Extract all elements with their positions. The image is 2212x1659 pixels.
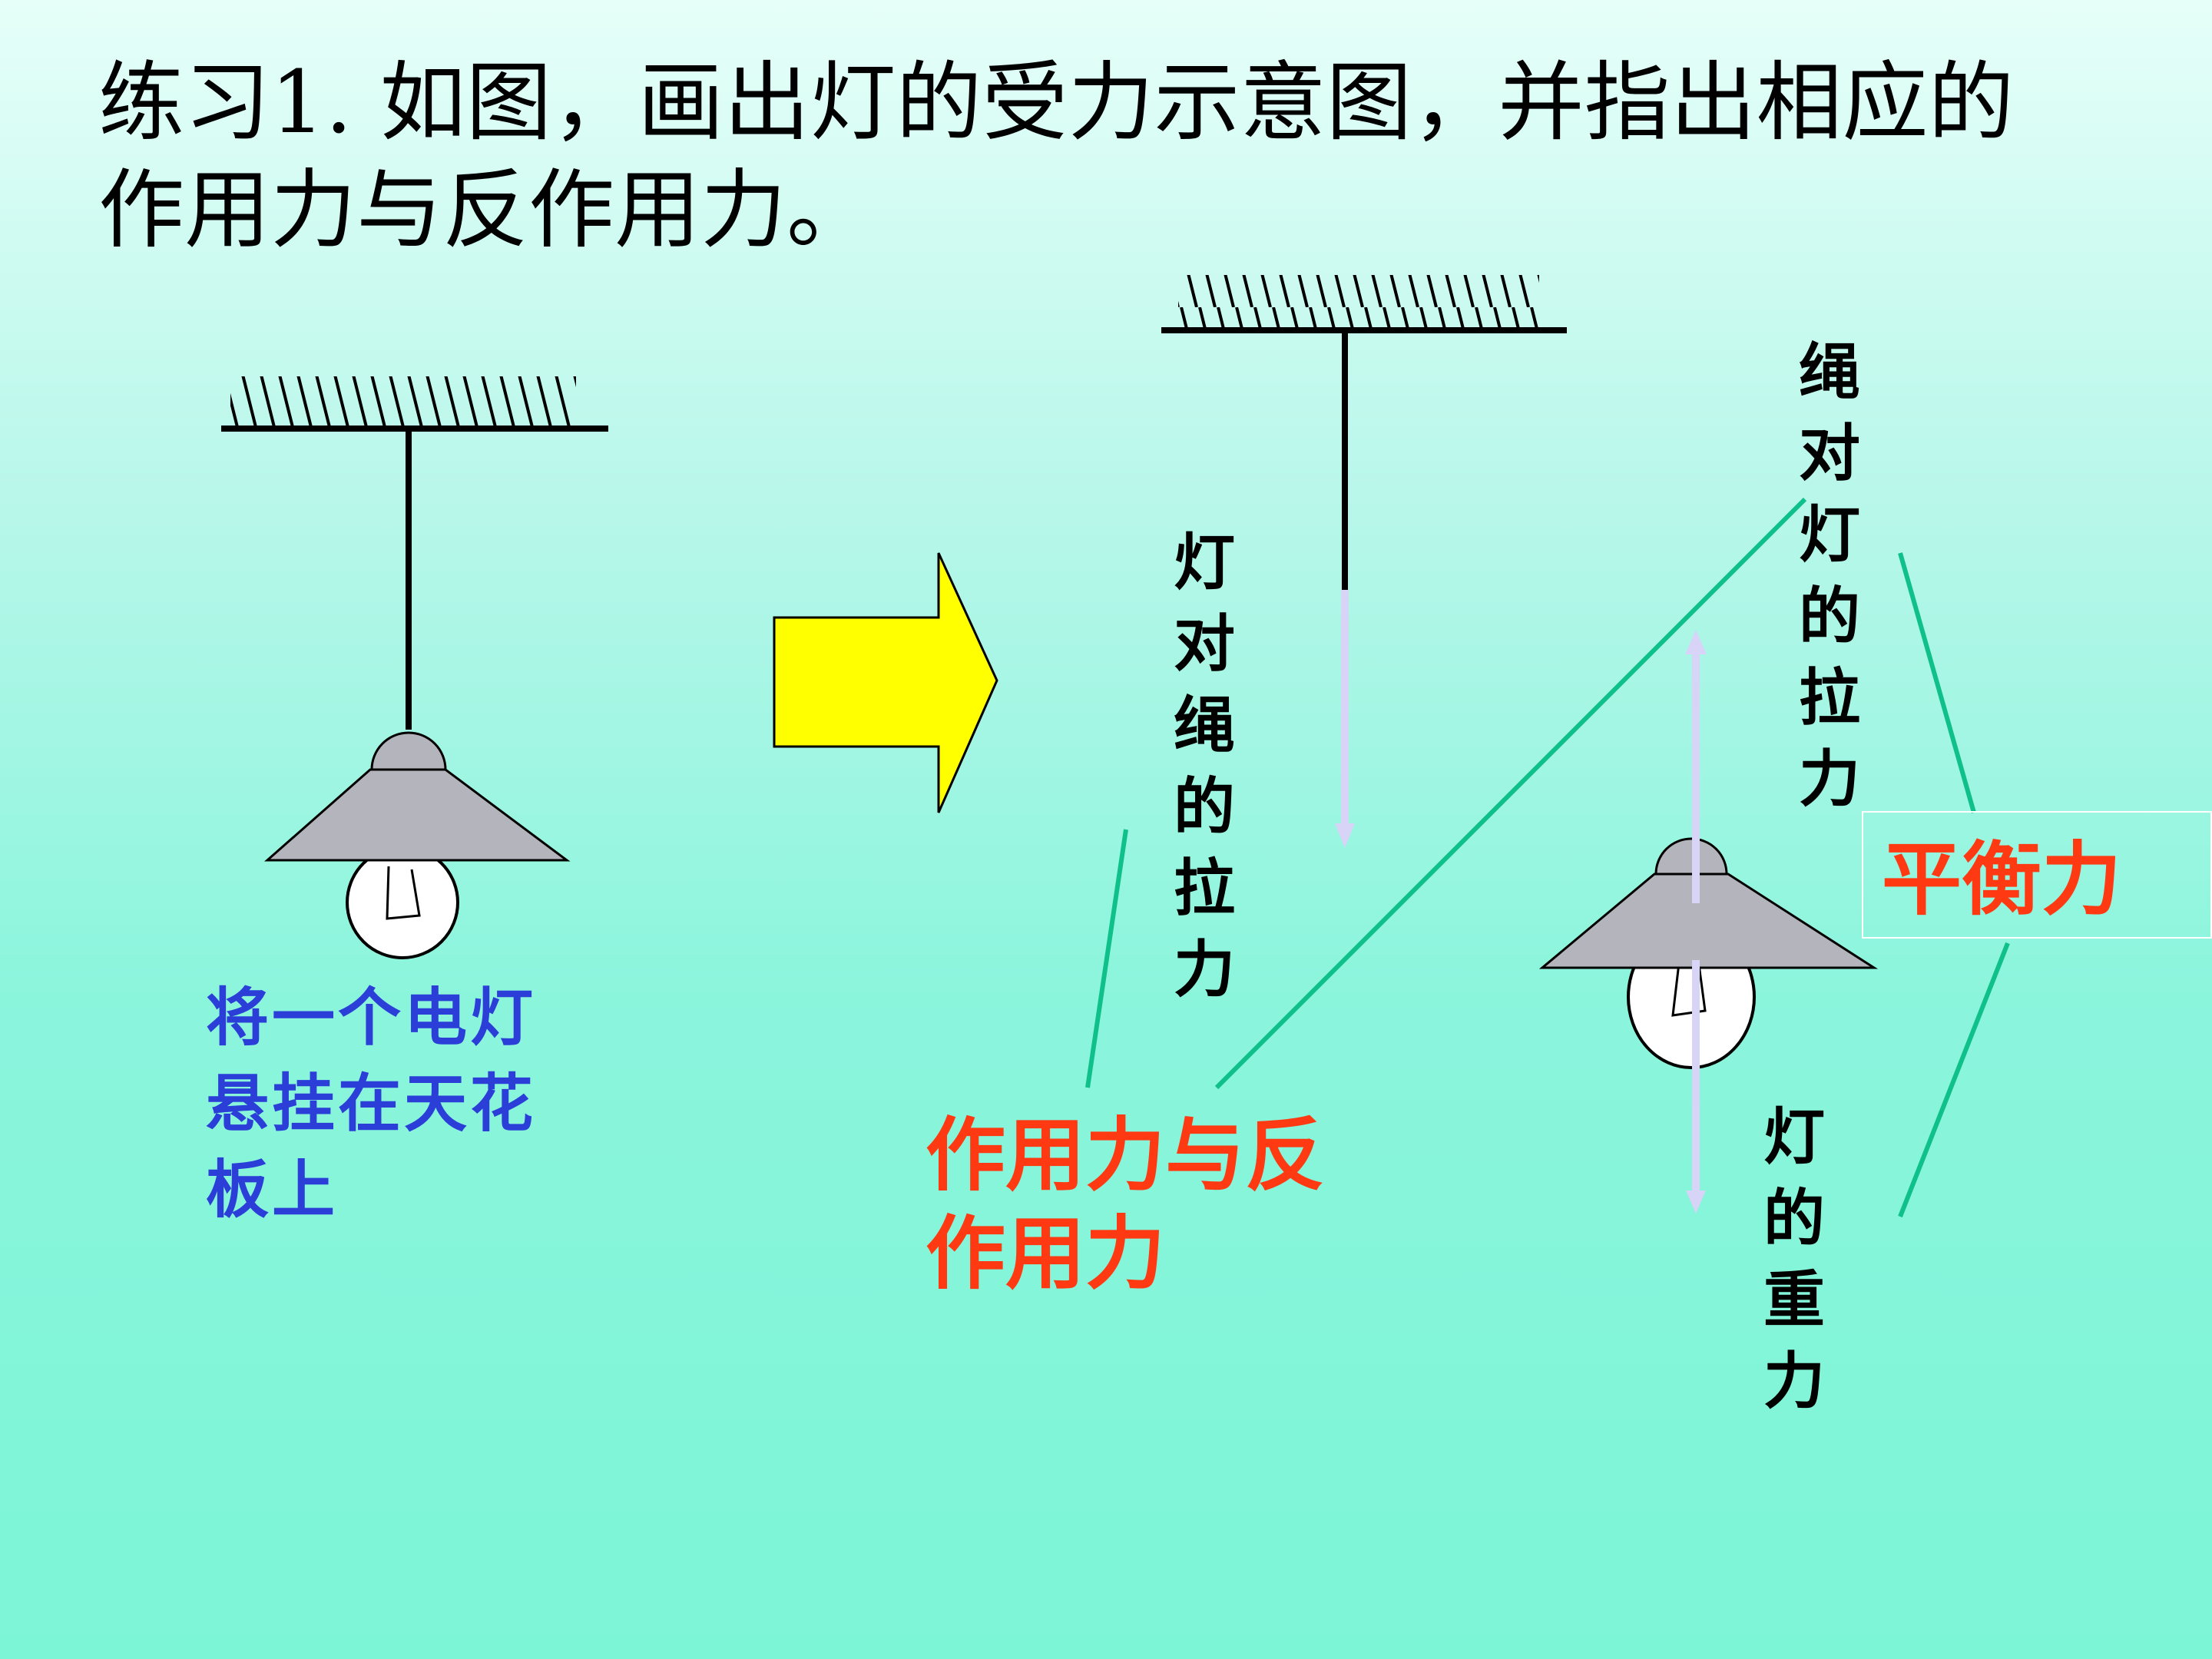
left-filament [386,866,421,920]
connector-lines [1085,497,2010,1218]
force-arrow-gravity [1686,960,1706,1214]
left-lampshade [264,768,571,862]
label-lamp-on-rope: 灯对绳的拉力 [1174,527,1235,1005]
right-lampshade [1538,873,1879,969]
transition-arrow [773,552,998,813]
label-balanced-forces: 平衡力 [1882,833,2122,926]
left-ceiling-hatch [230,376,576,427]
connector-balance-upper [1898,552,1976,813]
label-rope-on-lamp: 绳对灯的拉力 [1799,336,1860,815]
exercise-title: 练习1. 如图，画出灯的受力示意图，并指出相应的作用力与反作用力。 [98,53,2015,260]
right-ceiling-assembly [1161,275,1567,590]
left-lamp-assembly [221,376,608,959]
connector-action-left [1085,829,1128,1088]
force-arrow-lamp-on-rope [1335,590,1355,848]
connector-balance-lower [1898,942,2010,1218]
connector-action-right [1214,497,1807,1090]
label-lamp-gravity: 灯的重力 [1763,1101,1825,1417]
balanced-forces-box [1862,811,2212,939]
right-filament [1671,962,1707,1017]
left-bulb [346,846,459,959]
right-lamp-assembly [1538,837,1879,1069]
label-action-reaction: 作用力与反作用力 [926,1108,1326,1300]
left-lamp-caption: 将一个电灯 悬挂在天花 板上 [206,982,537,1227]
left-lamp-cap [370,731,447,771]
right-lamp-cap [1654,837,1728,876]
right-ceiling-hatch [1178,275,1539,327]
force-arrow-rope-on-lamp [1685,630,1707,903]
